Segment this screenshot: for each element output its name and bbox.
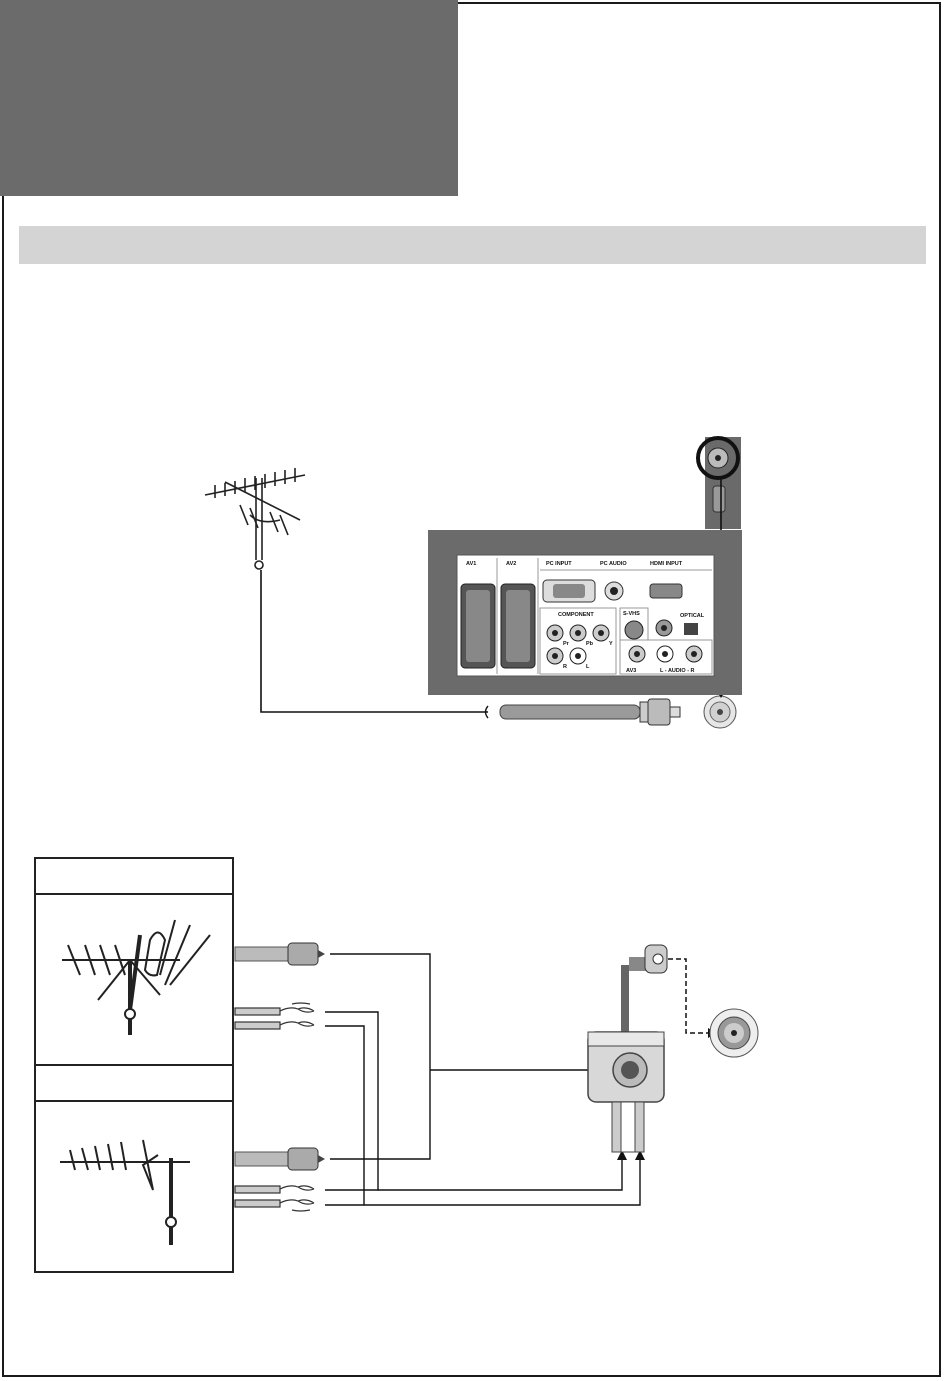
tv-side-panel	[696, 436, 741, 529]
label-pc-input: PC INPUT	[546, 561, 572, 567]
label-pb: Pb	[586, 641, 594, 647]
label-pc-audio: PC AUDIO	[600, 561, 627, 567]
header-block	[0, 0, 458, 196]
uhf-antenna-icon	[60, 1139, 190, 1245]
label-av2: AV2	[506, 561, 516, 567]
adapter-icon	[587, 944, 668, 1153]
combo-antenna-icon	[62, 919, 211, 1035]
label-av1: AV1	[466, 561, 476, 567]
label-optical: OPTICAL	[680, 613, 705, 619]
antenna-socket-icon	[703, 695, 737, 729]
connection-lines	[325, 953, 641, 1206]
twin-lead-icon-2	[234, 1185, 315, 1212]
coax-plug-icon	[499, 698, 681, 726]
antenna-boxes	[34, 857, 234, 1273]
label-audio-lr: L - AUDIO - R	[660, 668, 695, 674]
tv-antenna-socket-icon	[709, 1008, 759, 1058]
label-av3: AV3	[626, 668, 636, 674]
label-svhs: S-VHS	[623, 611, 640, 617]
label-component: COMPONENT	[558, 612, 594, 618]
coax-cable-1	[234, 942, 325, 966]
label-hdmi-input: HDMI INPUT	[650, 561, 683, 567]
rooftop-antenna-icon	[204, 468, 306, 570]
label-r: R	[563, 664, 567, 670]
antenna-cable	[260, 570, 488, 713]
coax-cable-2	[234, 1147, 325, 1171]
label-l: L	[586, 664, 590, 670]
label-pr: Pr	[563, 641, 570, 647]
tv-rear-panel	[428, 530, 742, 695]
twin-lead-icon-1	[234, 1002, 315, 1030]
section-bar	[19, 226, 926, 264]
label-y: Y	[609, 641, 613, 647]
adapter-dashed-link	[668, 958, 712, 1034]
